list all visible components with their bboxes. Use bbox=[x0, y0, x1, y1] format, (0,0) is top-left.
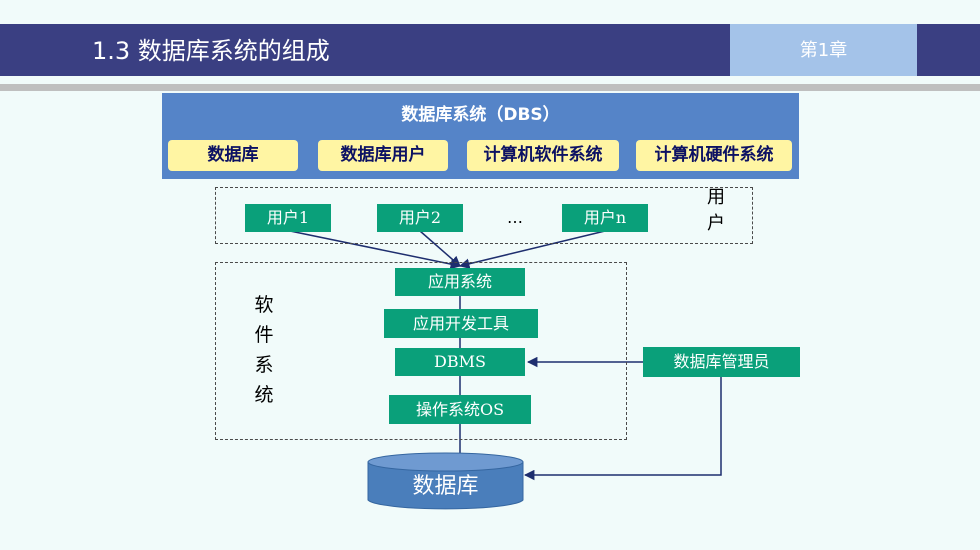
database-label: 数据库 bbox=[412, 474, 479, 499]
software-group-label: 软件系统 bbox=[254, 294, 274, 406]
software-group-box bbox=[215, 262, 627, 440]
user-2-node: 用户2 bbox=[377, 204, 463, 232]
link-usern-app bbox=[458, 230, 606, 269]
link-user1-app bbox=[289, 230, 462, 270]
users-ellipsis: … bbox=[507, 208, 523, 227]
chapter-box bbox=[730, 24, 917, 76]
link-admin-database bbox=[523, 376, 722, 481]
layer-dbms: DBMS bbox=[395, 348, 525, 376]
layer-dev-tools: 应用开发工具 bbox=[384, 309, 538, 338]
layer-application-system: 应用系统 bbox=[395, 268, 525, 296]
component-hardware: 计算机硬件系统 bbox=[636, 140, 792, 171]
users-group-box bbox=[215, 187, 753, 244]
dbs-title: 数据库系统（DBS） bbox=[401, 105, 560, 125]
users-group-label: 用户 bbox=[707, 187, 725, 234]
layer-operating-system: 操作系统OS bbox=[389, 395, 531, 424]
component-database: 数据库 bbox=[168, 140, 298, 171]
admin-node: 数据库管理员 bbox=[643, 347, 800, 377]
header-divider bbox=[0, 84, 980, 91]
user-n-node: 用户n bbox=[562, 204, 648, 232]
chapter-label: 第1章 bbox=[799, 40, 848, 61]
slide-title: 1.3 数据库系统的组成 bbox=[92, 37, 330, 65]
component-db-users: 数据库用户 bbox=[318, 140, 448, 171]
link-user2-app bbox=[419, 230, 461, 267]
user-1-node: 用户1 bbox=[245, 204, 331, 232]
component-software: 计算机软件系统 bbox=[467, 140, 619, 171]
